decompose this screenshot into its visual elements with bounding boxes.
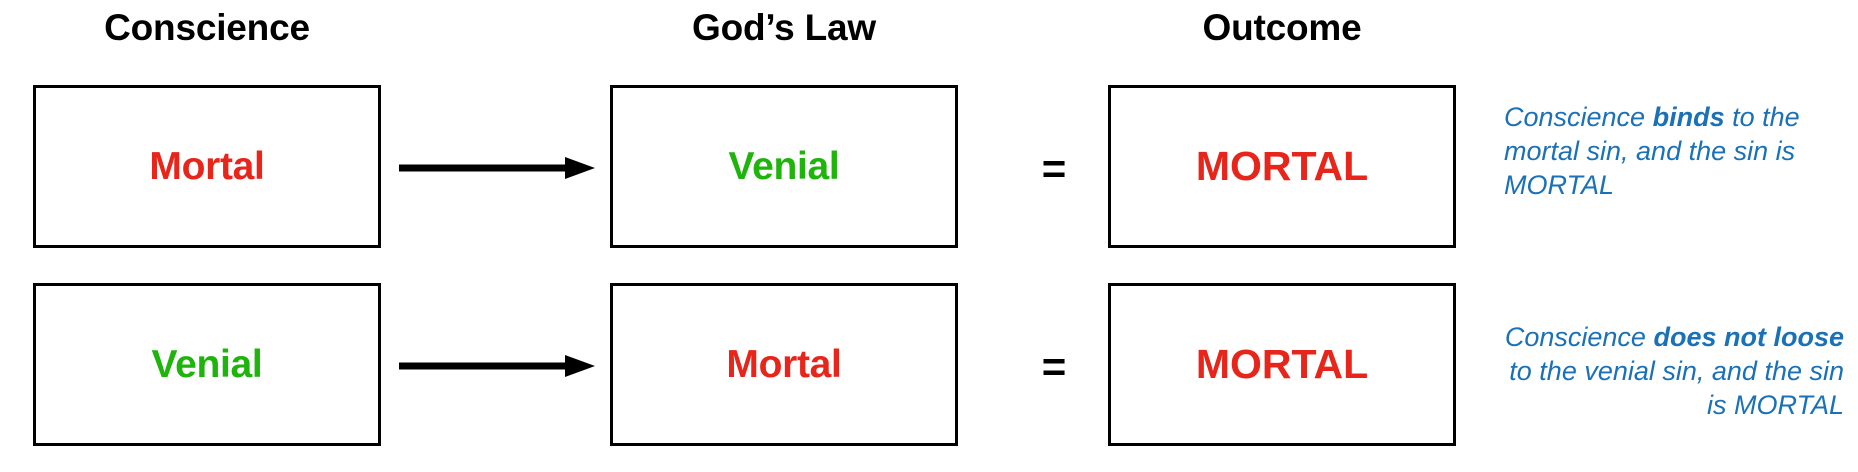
annotation-row-1-emphasis: binds [1652,102,1725,132]
column-header-gods-law: God’s Law [692,7,876,48]
annotation-row-2-emphasis: does not loose [1653,322,1844,352]
gods-law-label-row-1: Venial [728,145,840,188]
annotation-row-1: Conscience binds to the mortal sin, and … [1496,100,1858,202]
annotation-row-2: Conscience does not loose to the venial … [1496,320,1858,422]
arrow-right-icon-row-2 [399,353,595,379]
annotation-row-2-part1: Conscience [1504,322,1654,352]
equals-sign-row-1: = [1041,145,1067,192]
outcome-label-row-2: MORTAL [1195,341,1369,387]
conscience-label-row-1: Mortal [149,145,265,188]
gods-law-box-row-2: Mortal [610,283,958,446]
gods-law-label-row-2: Mortal [726,343,842,386]
arrow-right-icon-row-1 [399,155,595,181]
outcome-box-row-2: MORTAL [1108,283,1456,446]
gods-law-box-row-1: Venial [610,85,958,248]
annotation-row-1-part1: Conscience [1504,102,1653,132]
conscience-box-row-2: Venial [33,283,381,446]
conscience-box-row-1: Mortal [33,85,381,248]
annotation-row-1-part2: to the mortal sin, and the sin is MORTAL [1504,102,1800,200]
column-header-conscience: Conscience [104,7,310,48]
conscience-label-row-2: Venial [151,343,263,386]
column-header-outcome: Outcome [1202,7,1362,48]
annotation-row-2-part2: to the venial sin, and the sin is MORTAL [1509,356,1844,420]
equals-sign-row-2: = [1041,343,1067,390]
outcome-label-row-1: MORTAL [1195,143,1369,189]
outcome-box-row-1: MORTAL [1108,85,1456,248]
